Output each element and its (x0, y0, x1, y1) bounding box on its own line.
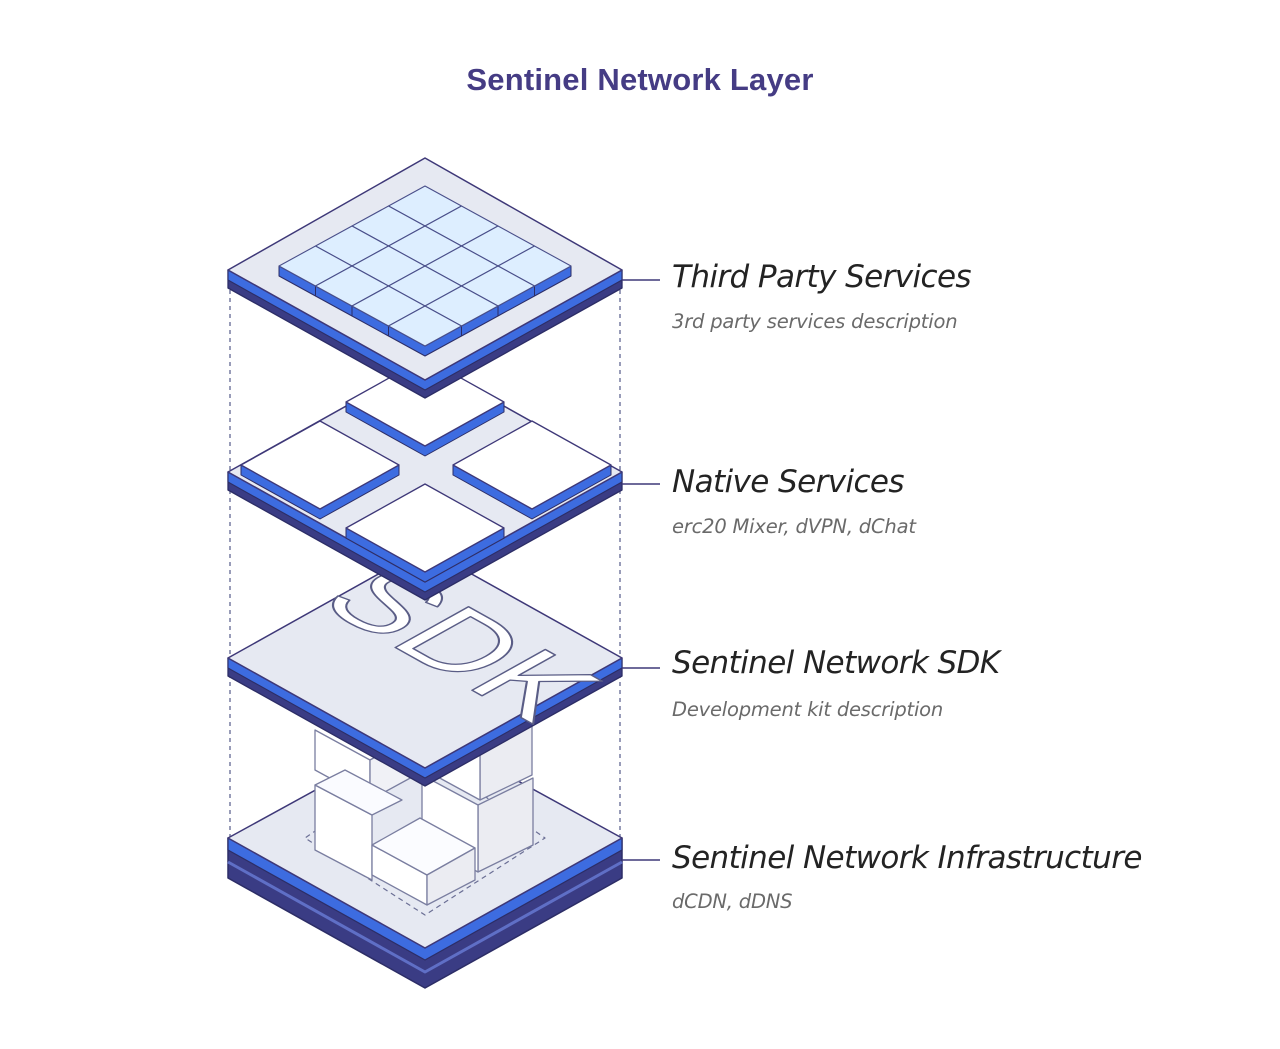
layer-label-native-services: Native Services (672, 464, 905, 500)
native-tile-front (345, 483, 505, 583)
native-tile-right (452, 420, 612, 520)
connector-lines (622, 279, 660, 861)
dashed-guides (229, 290, 621, 860)
page-title: Sentinel Network Layer (466, 62, 814, 97)
layer-label-third-party: Third Party Services (672, 259, 972, 295)
service-tile (387, 305, 463, 357)
layer-desc-sdk: Development kit description (672, 698, 944, 721)
layer-label-infrastructure: Sentinel Network Infrastructure (672, 840, 1142, 876)
native-service-tiles (240, 357, 612, 583)
native-tile-left (240, 420, 400, 520)
infrastructure-cubes (314, 709, 534, 906)
third-party-tile-grid (278, 185, 572, 357)
native-tile-back (345, 357, 505, 457)
layer-label-sdk: Sentinel Network SDK (672, 645, 1000, 681)
layer-desc-infrastructure: dCDN, dDNS (672, 890, 793, 913)
layer-desc-third-party: 3rd party services description (672, 310, 958, 333)
layer-desc-native-services: erc20 Mixer, dVPN, dChat (672, 515, 916, 538)
